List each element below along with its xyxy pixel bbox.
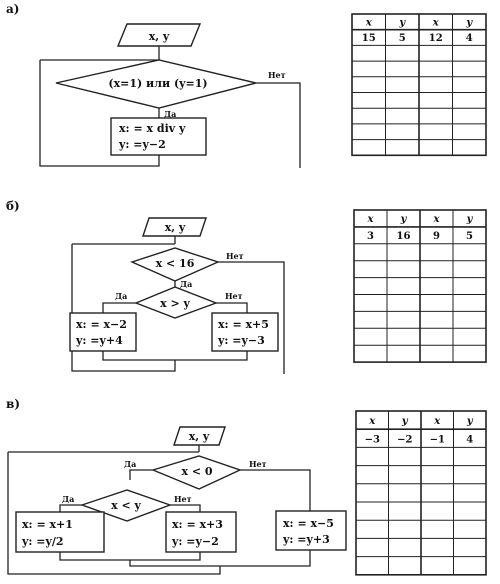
exit-line — [256, 82, 301, 168]
condition-diamond-b1 — [130, 247, 220, 282]
table-header-cell: x — [433, 214, 441, 225]
trace-table-c: x y x y −3 −2 −1 4 — [355, 410, 487, 576]
yes-label: Да — [124, 459, 136, 469]
assign-x: x: = x+3 — [172, 518, 223, 531]
input-text-b: x, y — [165, 221, 186, 234]
assign-y: y: =y−3 — [217, 334, 265, 347]
table-value-cell: 5 — [466, 231, 473, 242]
loop-line — [39, 60, 160, 167]
left-branch-line — [59, 504, 82, 512]
merge-line — [102, 351, 248, 361]
process-block-b-right — [211, 312, 279, 352]
process-block-a — [110, 117, 207, 156]
yes-label: Да — [62, 494, 74, 504]
assign-y: y: =y−2 — [171, 535, 219, 548]
input-text-a: x, y — [149, 30, 170, 43]
part-c-label: в) — [6, 397, 20, 411]
table-header-cell: x — [365, 17, 373, 28]
merge-line — [59, 552, 201, 561]
table-header-cell: y — [401, 416, 409, 427]
table-value-cell: 15 — [362, 33, 376, 44]
table-header-cell: x — [368, 416, 376, 427]
process-block-c-right — [275, 510, 347, 551]
condition-text-b2: x > y — [160, 297, 190, 310]
exit-line — [218, 261, 285, 374]
table-value-cell: 9 — [433, 231, 440, 242]
input-block-c — [173, 426, 226, 446]
no-label: Нет — [225, 291, 243, 301]
flowchart-b: б) x, y x < 16 Да Нет x > y Да Нет x: = … — [6, 199, 285, 374]
right-branch-line — [170, 504, 201, 512]
assign-x: x: = x−2 — [76, 318, 127, 331]
process-block-b-left — [69, 312, 137, 352]
trace-table-b: x y x y 3 16 9 5 — [353, 209, 487, 363]
assign-x: x: = x+5 — [218, 318, 269, 331]
process-block-c-left — [15, 511, 105, 553]
table-value-cell: 4 — [466, 434, 473, 445]
assign-x: x: = x div y — [119, 122, 186, 135]
table-header-cell: y — [400, 214, 408, 225]
left-branch-line — [102, 302, 136, 313]
no-label: Нет — [226, 251, 244, 261]
assign-y: y: =y+3 — [282, 533, 330, 546]
condition-diamond-c2 — [79, 489, 173, 522]
flowchart-c: в) x, y x < 0 Да Нет x < y Да Нет x: = x… — [6, 397, 347, 575]
trace-table-a: x y x y 15 5 12 4 — [351, 13, 487, 157]
process-block-c-mid — [165, 511, 237, 553]
condition-diamond-b2 — [134, 286, 218, 319]
flowchart-a: а) x, y (x=1) или (y=1) Да Нет x: = x di… — [6, 2, 301, 168]
no-branch-line — [240, 469, 311, 511]
table-header-cell: y — [466, 214, 474, 225]
assign-y: y: =y+4 — [75, 334, 123, 347]
table-header-cell: x — [367, 214, 375, 225]
loop-line — [71, 244, 176, 372]
table-value-cell: 5 — [399, 33, 406, 44]
assign-y: y: =y−2 — [118, 138, 166, 151]
assign-x: x: = x−5 — [283, 517, 334, 530]
table-header-cell: y — [465, 17, 473, 28]
table-value-cell: 3 — [367, 231, 374, 242]
assign-x: x: = x+1 — [22, 518, 73, 531]
condition-text-c1: x < 0 — [181, 465, 212, 478]
condition-text-a: (x=1) или (y=1) — [108, 77, 207, 90]
condition-diamond-a — [55, 59, 257, 109]
yes-branch-line — [129, 469, 153, 480]
assign-y: y: =y/2 — [21, 535, 64, 548]
input-block-b — [142, 217, 207, 237]
table-value-cell: −1 — [430, 434, 445, 445]
table-header-cell: x — [433, 416, 441, 427]
table-header-cell: y — [466, 416, 474, 427]
input-text-c: x, y — [189, 430, 210, 443]
no-label: Нет — [174, 494, 192, 504]
table-value-cell: 16 — [397, 231, 411, 242]
no-label: Нет — [268, 70, 286, 80]
part-b-label: б) — [6, 199, 20, 213]
table-header-cell: y — [398, 17, 406, 28]
table-value-cell: 4 — [466, 33, 473, 44]
part-a-label: а) — [6, 2, 19, 16]
yes-label: Да — [164, 109, 176, 119]
input-block-a — [116, 23, 202, 47]
table-value-cell: −2 — [397, 434, 412, 445]
trace-tables: x y x y 15 5 12 4 x y x y 3 16 9 5 x y x y −3 −2 −1 4 — [351, 13, 487, 576]
table-header-cell: x — [432, 17, 440, 28]
condition-diamond-c1 — [150, 455, 242, 490]
condition-text-c2: x < y — [111, 499, 141, 512]
table-value-cell: 12 — [429, 33, 443, 44]
condition-text-b1: x < 16 — [156, 257, 195, 270]
loop-line — [7, 452, 221, 575]
yes-label: Да — [115, 291, 127, 301]
right-branch-line — [216, 302, 248, 313]
no-label: Нет — [249, 459, 267, 469]
yes-label: Да — [180, 279, 192, 289]
table-value-cell: −3 — [365, 434, 380, 445]
